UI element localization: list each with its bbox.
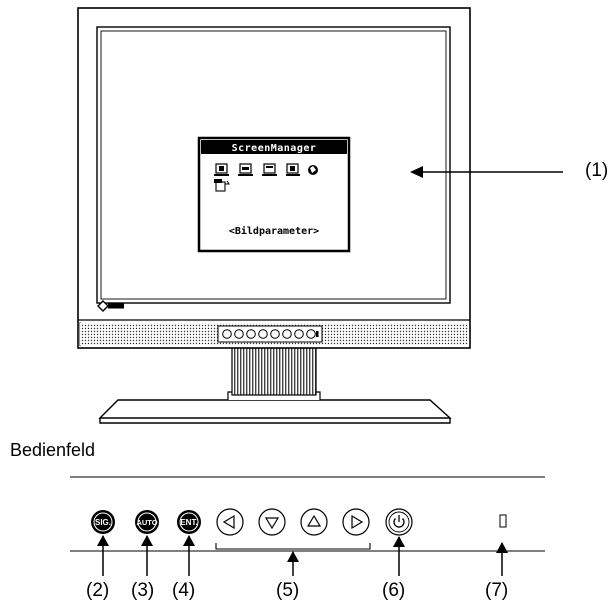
right-arrow-icon [351,514,364,530]
osd-icon-screen [238,163,253,176]
down-arrow-icon [264,517,280,530]
down-button[interactable] [258,508,286,536]
callout-1-arrow [410,166,563,178]
sig-label: SIG. [95,518,111,527]
callout-6-label: (6) [382,580,406,601]
power-indicator [499,514,507,528]
callout-7-label: (7) [485,580,509,601]
callout-4-label: (4) [172,580,196,601]
osd-icon-picture [214,163,229,176]
osd-icon-tools [286,163,300,176]
right-button[interactable] [342,508,370,536]
bracket-5 [215,543,371,550]
osd-icon-size [262,163,277,176]
auto-button[interactable]: AUTO [135,510,159,534]
monitor-stand [98,344,452,424]
callout-1-label: (1) [585,160,609,181]
callout-5-label: (5) [276,580,300,601]
osd-icon-info [308,165,318,175]
osd-icon-language [214,179,230,192]
front-button-row [222,329,319,339]
section-title: Bedienfeld [10,440,96,460]
up-button[interactable] [300,508,328,536]
callout-3-label: (3) [131,580,155,601]
osd-subtitle: <Bildparameter> [229,225,319,237]
callout-2-label: (2) [86,580,110,601]
left-button[interactable] [216,508,244,536]
power-button[interactable] [385,508,413,536]
up-arrow-icon [306,514,322,527]
ent-button[interactable]: ENT. [177,510,201,534]
brand-logo [97,300,124,312]
left-arrow-icon [222,514,235,530]
ent-label: ENT. [180,518,197,527]
power-icon [393,518,405,528]
auto-label: AUTO [136,518,157,527]
osd-window: ScreenManager [197,136,351,253]
osd-title: ScreenManager [232,143,317,154]
sig-button[interactable]: SIG. [91,510,115,534]
callout-arrows [97,535,508,576]
